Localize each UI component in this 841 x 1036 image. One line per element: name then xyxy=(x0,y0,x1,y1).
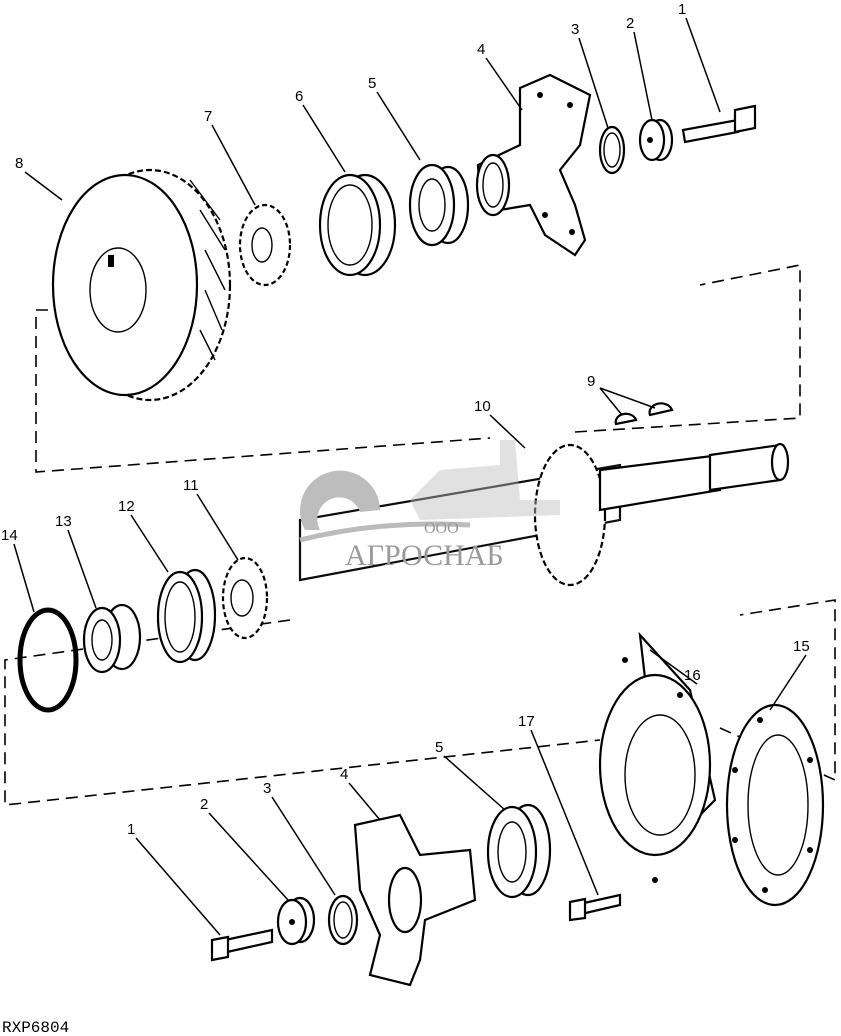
part-2-spacer xyxy=(638,118,674,162)
watermark-logo: ООО АГРОСНАБ xyxy=(299,440,560,572)
part-5-seal-lower xyxy=(486,803,552,899)
part-13-spacer xyxy=(82,603,142,674)
callout-8: 8 xyxy=(15,155,23,172)
callout-13: 13 xyxy=(55,513,72,530)
watermark-prefix: ООО xyxy=(424,520,459,537)
part-12-bearing-cup xyxy=(156,568,217,664)
watermark-name: АГРОСНАБ xyxy=(345,539,504,572)
callout-1-lower: 1 xyxy=(127,821,135,838)
part-8-helical-gear xyxy=(51,168,232,402)
callout-3: 3 xyxy=(571,21,579,38)
part-1-bolt-lower xyxy=(210,928,274,962)
callout-10: 10 xyxy=(474,398,491,415)
part-9-woodruff-keys xyxy=(614,402,674,426)
part-2-spacer-lower xyxy=(276,896,316,946)
callout-15: 15 xyxy=(793,638,810,655)
assembly-outline-upper xyxy=(35,264,801,473)
callout-16: 16 xyxy=(684,667,701,684)
callout-6: 6 xyxy=(295,88,303,105)
callout-12: 12 xyxy=(118,498,135,515)
callout-5-lower: 5 xyxy=(435,739,443,756)
part-11-roller-bearing xyxy=(221,556,269,640)
callout-2-lower: 2 xyxy=(200,796,208,813)
part-1-bolt xyxy=(681,104,757,144)
part-5-seal xyxy=(408,163,470,247)
part-17-bolt xyxy=(568,893,622,922)
callout-2: 2 xyxy=(626,15,634,32)
callout-14: 14 xyxy=(1,527,18,544)
part-3-washer-lower xyxy=(327,894,359,946)
part-3-washer xyxy=(598,125,626,175)
part-6-bearing-cup xyxy=(318,173,397,277)
part-15-gasket xyxy=(725,703,825,907)
part-14-snap-ring xyxy=(17,607,79,713)
callout-11: 11 xyxy=(183,477,199,494)
diagram-code: RXP6804 xyxy=(2,1019,69,1036)
callout-4: 4 xyxy=(477,41,485,58)
part-16-housing xyxy=(598,631,717,883)
callout-3-lower: 3 xyxy=(263,780,271,797)
callout-17: 17 xyxy=(518,713,535,730)
part-7-roller-bearing xyxy=(238,203,292,287)
callout-9: 9 xyxy=(587,373,595,390)
callout-1: 1 xyxy=(678,1,686,18)
callout-4-lower: 4 xyxy=(340,766,348,783)
part-4-yoke xyxy=(475,73,592,257)
callout-5: 5 xyxy=(368,75,376,92)
leader-lines xyxy=(13,17,807,936)
part-4-yoke-lower xyxy=(353,813,477,987)
callout-7: 7 xyxy=(204,108,212,125)
